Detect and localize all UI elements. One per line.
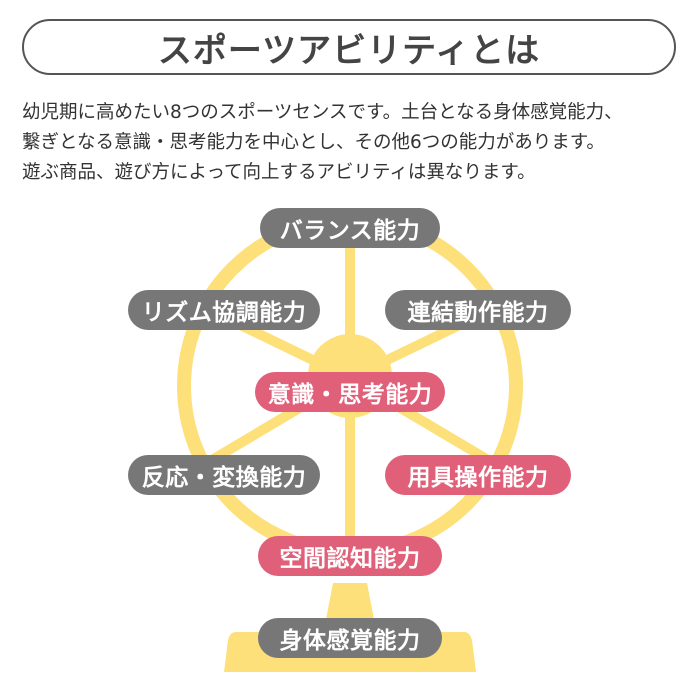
- ability-linked-motion: 連結動作能力: [385, 290, 571, 330]
- ability-rhythm-coordination: リズム協調能力: [128, 290, 320, 330]
- ability-awareness-thinking: 意識・思考能力: [255, 372, 445, 412]
- page-title: スポーツアビリティとは: [157, 30, 541, 71]
- intro-line: 繋ぎとなる意識・思考能力を中心とし、その他6つの能力があります。: [22, 132, 605, 153]
- title-box: スポーツアビリティとは: [22, 19, 676, 75]
- intro-text: 幼児期に高めたい8つのスポーツセンスです。土台となる身体感覚能力、 繋ぎとなる意…: [22, 98, 692, 188]
- intro-line: 遊ぶ商品、遊び方によって向上するアビリティは異なります。: [22, 162, 536, 183]
- intro-line: 幼児期に高めたい8つのスポーツセンスです。土台となる身体感覚能力、: [22, 102, 623, 123]
- ability-balance: バランス能力: [260, 208, 440, 248]
- ability-tool-handling: 用具操作能力: [385, 455, 571, 495]
- ability-spatial-awareness: 空間認知能力: [258, 536, 442, 576]
- ability-body-sense: 身体感覚能力: [258, 618, 442, 658]
- ability-reaction-conversion: 反応・変換能力: [128, 455, 320, 495]
